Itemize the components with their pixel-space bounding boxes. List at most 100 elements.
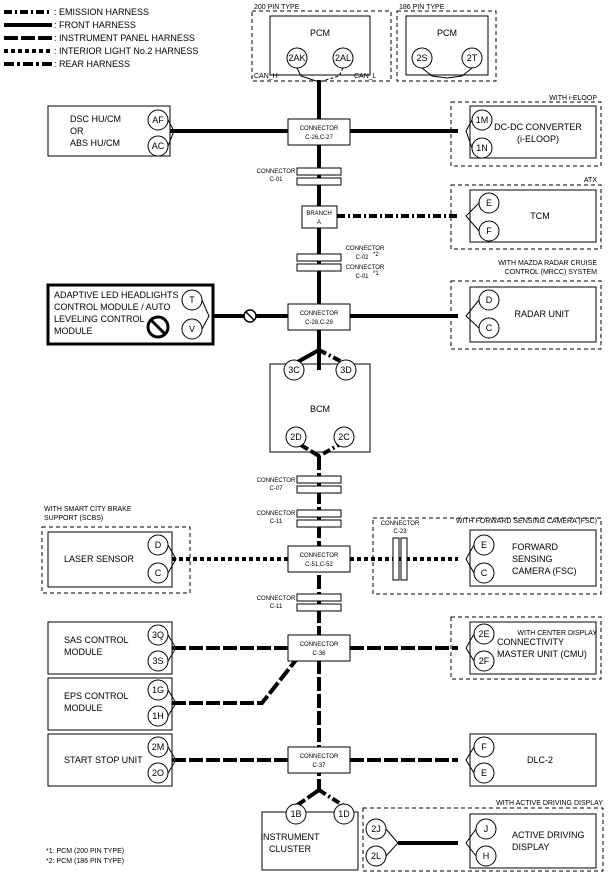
connector-c37-line1: CONNECTOR <box>300 754 339 760</box>
pin-2d-label: 2D <box>290 432 302 442</box>
legend: : EMISSION HARNESS : FRONT HARNESS : INS… <box>4 7 198 69</box>
cmu-box <box>469 621 597 675</box>
option-pcm186-label: 186 PIN TYPE <box>399 4 445 11</box>
connector-c01-group: CONNECTOR C-01 <box>257 167 342 186</box>
footnote-2: *2: PCM (186 PIN TYPE) <box>46 858 124 865</box>
dcdc-pin-wire <box>465 119 473 149</box>
pcm-186-group: 186 PIN TYPE PCM 2S 2T <box>396 4 497 82</box>
pin-t-label: T <box>189 295 195 305</box>
legend-label-instrument: : INSTRUMENT PANEL HARNESS <box>54 33 195 43</box>
pin-1d <box>333 803 355 825</box>
footnotes: *1: PCM (200 PIN TYPE) *2: PCM (186 PIN … <box>46 848 124 865</box>
connector-c11a-group: CONNECTOR C-11 <box>257 509 342 528</box>
connector-c51-box <box>287 545 351 573</box>
eps-group: EPS CONTROL MODULE 1G 1H <box>47 677 177 731</box>
startstop-pin-wire <box>167 746 177 774</box>
connector-c02-group: CONNECTOR C-02 *2 CONNECTOR C-01 *1 <box>296 246 385 280</box>
connector-c02-lower <box>296 263 342 272</box>
option-atx-frame <box>450 184 602 250</box>
connector-c36-line1: CONNECTOR <box>300 642 339 648</box>
option-mrcc-line2: CONTROL (MRCC) SYSTEM <box>505 269 597 276</box>
bcm-group: BCM 3C 3D 2D 2C <box>269 359 371 453</box>
pin-3q-label: 3Q <box>152 630 164 640</box>
dcdc-line1: DC-DC CONVERTER <box>494 122 582 132</box>
headlights-group: ADAPTIVE LED HEADLIGHTS CONTROL MODULE /… <box>46 283 257 346</box>
add-line1: ACTIVE DRIVING <box>512 830 585 840</box>
option-pcm186-frame <box>396 10 497 82</box>
connector-c26-box <box>287 118 351 146</box>
pcm-200-pin-wire-b <box>318 67 344 83</box>
pin-2m-label: 2M <box>152 742 165 752</box>
option-atx-label: ATX <box>584 177 597 184</box>
laser-group: WITH SMART CITY BRAKE SUPPORT (SCBS) LAS… <box>41 506 191 594</box>
connector-c37-group: CONNECTOR C-37 <box>287 746 351 774</box>
pin-af-label: AF <box>152 115 164 125</box>
tcm-name: TCM <box>530 211 550 221</box>
cmu-line2: MASTER UNIT (CMU) <box>497 649 587 659</box>
connector-c07-line1: CONNECTOR <box>257 478 296 484</box>
bcm-cable-3d <box>318 348 347 366</box>
startstop-box <box>47 733 173 787</box>
startstop-name: START STOP UNIT <box>64 755 143 765</box>
radar-name: RADAR UNIT <box>514 309 570 319</box>
connector-c36-group: CONNECTOR C-36 <box>287 634 351 662</box>
connector-c36-box <box>287 634 351 662</box>
pcm-186-pin-wire <box>421 67 473 79</box>
connector-c11a-line1: CONNECTOR <box>257 511 296 517</box>
connector-c11a-upper <box>296 509 342 518</box>
pin-ac-label: AC <box>152 141 165 151</box>
branch-a-group: BRANCH A <box>301 205 338 229</box>
cluster-cable-1b <box>294 788 321 808</box>
dlc-pin-wire <box>465 746 475 774</box>
option-mrcc-frame <box>450 280 602 350</box>
can-h-label: CAN_H <box>254 73 278 80</box>
fsc-line1: FORWARD <box>512 542 558 552</box>
connector-c51-group: CONNECTOR C-51,C-52 <box>287 545 351 573</box>
prohibited-icon <box>146 315 170 339</box>
legend-label-front: : FRONT HARNESS <box>54 20 136 30</box>
connector-c02-line4: C-01 <box>355 274 369 280</box>
pcm-200-pin-wire-a <box>296 67 320 83</box>
pcm-200-group: 200 PIN TYPE PCM 2AK 2AL CAN_H CAN_L <box>251 4 392 83</box>
add-pin-wire <box>465 828 477 857</box>
dsc-line2: OR <box>70 126 84 136</box>
connector-c11a-lower <box>296 519 342 528</box>
dlc-box <box>469 733 597 787</box>
pin-1m-label: 1M <box>476 115 489 125</box>
legend-label-emission: : EMISSION HARNESS <box>54 7 149 17</box>
connector-c07-lower <box>296 485 342 494</box>
pin-dlc-e-label: E <box>481 768 487 778</box>
connector-c01-line1: CONNECTOR <box>257 169 296 175</box>
dsc-box <box>47 105 171 157</box>
connector-c01-upper <box>296 167 342 176</box>
connector-c02-sup2: *1 <box>373 271 379 277</box>
fsc-box <box>469 529 597 587</box>
headlights-pin-wire <box>201 299 210 330</box>
eps-pin-wire <box>167 689 177 717</box>
pcm-186-name: PCM <box>437 28 457 38</box>
pin-2c-label: 2C <box>338 432 350 442</box>
dcdc-box <box>469 105 597 159</box>
headlights-line2: CONTROL MODULE / AUTO <box>54 302 171 312</box>
fsc-line2: SENSING <box>512 554 553 564</box>
connector-c11a-line2: C-11 <box>270 519 283 525</box>
add-group: WITH ACTIVE DRIVING DISPLAY 2J 2L ACTIVE… <box>362 800 604 872</box>
connector-c28-line1: CONNECTOR <box>300 311 339 317</box>
option-add-label: WITH ACTIVE DRIVING DISPLAY <box>496 800 603 807</box>
pin-laser-d-label: D <box>155 540 162 550</box>
branch-a-line1: BRANCH <box>306 211 331 217</box>
cmu-group: WITH CENTER DISPLAY CONNECTIVITY MASTER … <box>450 616 602 680</box>
can-l-label: CAN_L <box>354 73 377 80</box>
laser-name: LASER SENSOR <box>64 554 135 564</box>
laser-pin-wire <box>167 544 177 574</box>
radar-group: WITH MAZDA RADAR CRUISE CONTROL (MRCC) S… <box>450 260 602 350</box>
pin-1b <box>285 803 307 825</box>
cmu-line1: CONNECTIVITY <box>497 637 564 647</box>
pin-1h-label: 1H <box>152 711 164 721</box>
connector-c26-group: CONNECTOR C-26,C-27 <box>287 118 351 146</box>
connector-c37-line2: C-37 <box>312 763 326 769</box>
option-mrcc-line1: WITH MAZDA RADAR CRUISE <box>498 260 597 267</box>
dlc-name: DLC-2 <box>527 755 553 765</box>
connector-c36-line2: C-36 <box>312 651 326 657</box>
